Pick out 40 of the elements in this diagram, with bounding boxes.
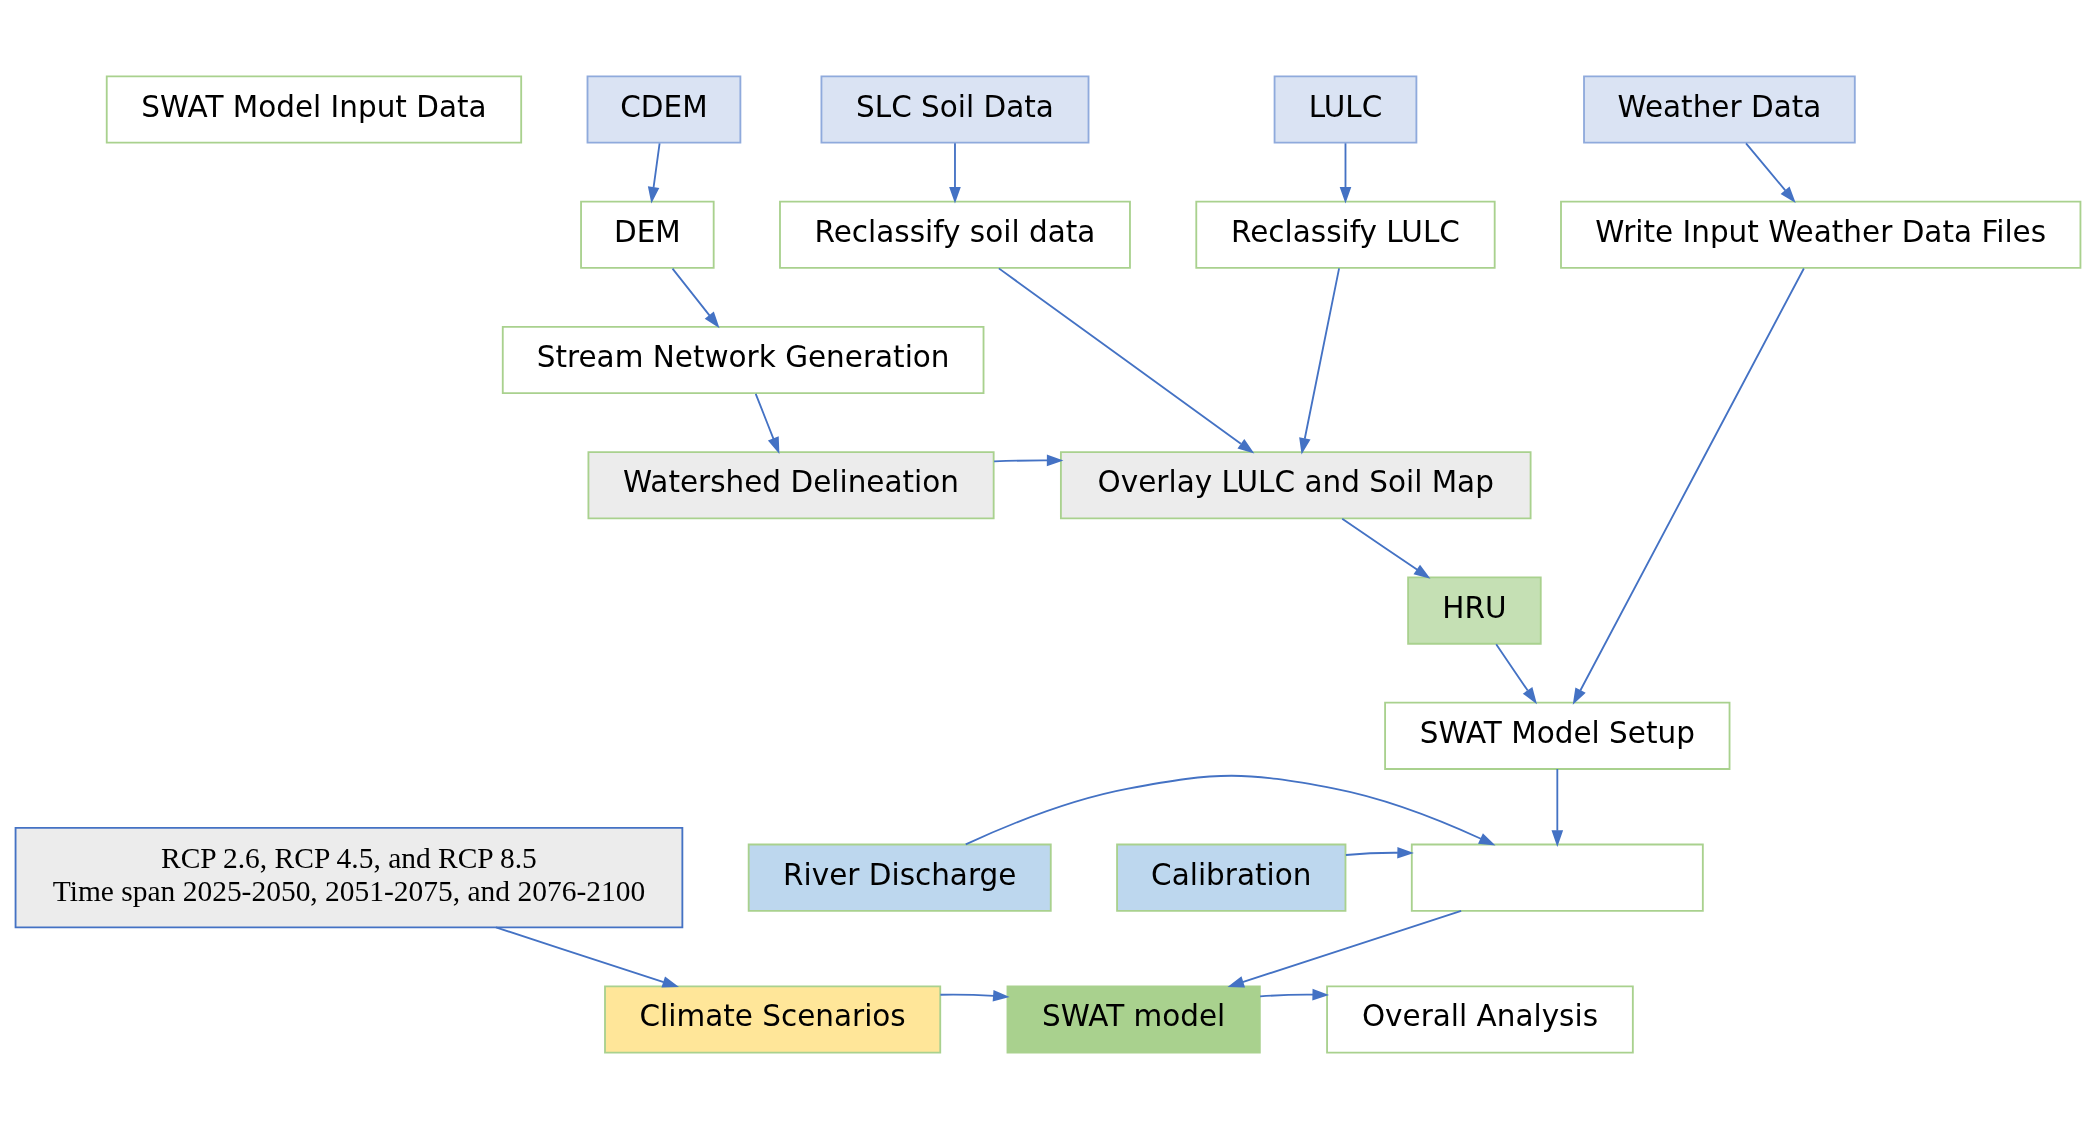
node-box: Overlay LULC and Soil Map: [1059, 450, 1532, 519]
arrow: [671, 267, 720, 328]
node-box: Climate Scenarios: [604, 984, 942, 1054]
arrow: [1551, 767, 1564, 847]
arrow: [1745, 141, 1796, 203]
arrow: [1259, 988, 1330, 1000]
node-box: HRU: [1407, 575, 1542, 645]
arrow: [949, 141, 961, 204]
arrow: [993, 454, 1064, 466]
node-box: [1410, 843, 1704, 912]
arrow: [1341, 517, 1431, 579]
node-box: Overall Analysis: [1326, 984, 1634, 1054]
node-box: RCP 2.6, RCP 4.5, and RCP 8.5 Time span 2025-2050, 2051-2075, and 2076-2100: [14, 826, 684, 928]
node-box: SWAT Model Setup: [1384, 701, 1731, 770]
node-box: SLC Soil Data: [820, 74, 1090, 144]
node-box: SWAT Model Input Data: [105, 74, 523, 144]
node-box: Write Input Weather Data Files: [1560, 200, 2082, 269]
node-box: Weather Data: [1583, 74, 1856, 144]
node-box: SWAT model: [1006, 984, 1261, 1054]
arrow: [1345, 846, 1414, 859]
node-box: Calibration: [1116, 843, 1347, 912]
arrow: [1495, 642, 1537, 704]
arrow: [1339, 141, 1352, 204]
arrow: [495, 926, 679, 987]
arrow: [1227, 909, 1463, 987]
arrow: [754, 392, 780, 454]
node-box: Reclassify LULC: [1195, 200, 1496, 269]
arrow: [964, 774, 1496, 846]
arrow: [1572, 267, 1805, 705]
arrow: [1299, 266, 1340, 455]
node-box: Stream Network Generation: [501, 325, 985, 394]
arrow: [939, 989, 1010, 1002]
arrow: [997, 266, 1255, 453]
node-box: LULC: [1273, 74, 1418, 144]
node-box: DEM: [580, 200, 715, 269]
node-box: Watershed Delineation: [587, 450, 995, 519]
node-box: CDEM: [586, 74, 742, 144]
node-box: River Discharge: [747, 843, 1052, 912]
arrow: [647, 141, 661, 204]
node-box: Reclassify soil data: [779, 200, 1131, 269]
